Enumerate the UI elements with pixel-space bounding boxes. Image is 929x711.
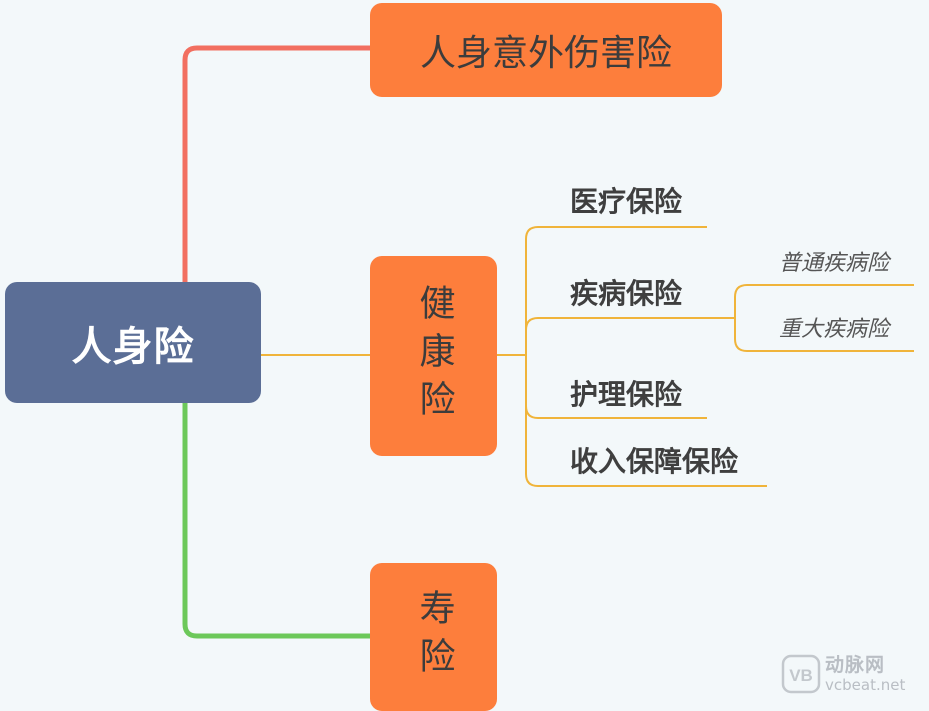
income-protection-label: 收入保障保险 [570, 445, 739, 478]
root-node: 人身险 [5, 282, 261, 403]
illness-insurance-label: 疾病保险 [570, 277, 683, 310]
watermark-logo-text: VB [789, 666, 813, 685]
nursing-insurance-label: 护理保险 [570, 378, 683, 411]
connector-root-life [182, 403, 370, 639]
life-insurance-label: 寿险 [413, 589, 455, 685]
watermark-name: 动脉网 [825, 654, 886, 676]
critical-illness-label: 重大疾病险 [779, 317, 890, 342]
common-illness-label: 普通疾病险 [779, 251, 890, 276]
accident-insurance-label: 人身意外伤害险 [419, 33, 672, 74]
health-insurance-label: 健康险 [413, 284, 455, 428]
vb-logo-icon: VB [781, 654, 821, 694]
connector-illness-underline [525, 317, 735, 331]
life-insurance-node: 寿险 [370, 563, 497, 711]
watermark-domain: vcbeat.net [825, 676, 906, 694]
medical-insurance-label: 医疗保险 [570, 185, 683, 218]
root-label: 人身险 [71, 323, 195, 370]
health-insurance-node: 健康险 [370, 256, 497, 456]
connector-illness-subs [734, 284, 748, 352]
connector-root-accident [182, 45, 370, 282]
connector-nursing-underline [525, 405, 707, 419]
watermark: VB 动脉网 vcbeat.net [781, 654, 905, 694]
connector-health-spine [525, 226, 539, 487]
accident-insurance-node: 人身意外伤害险 [370, 3, 722, 97]
